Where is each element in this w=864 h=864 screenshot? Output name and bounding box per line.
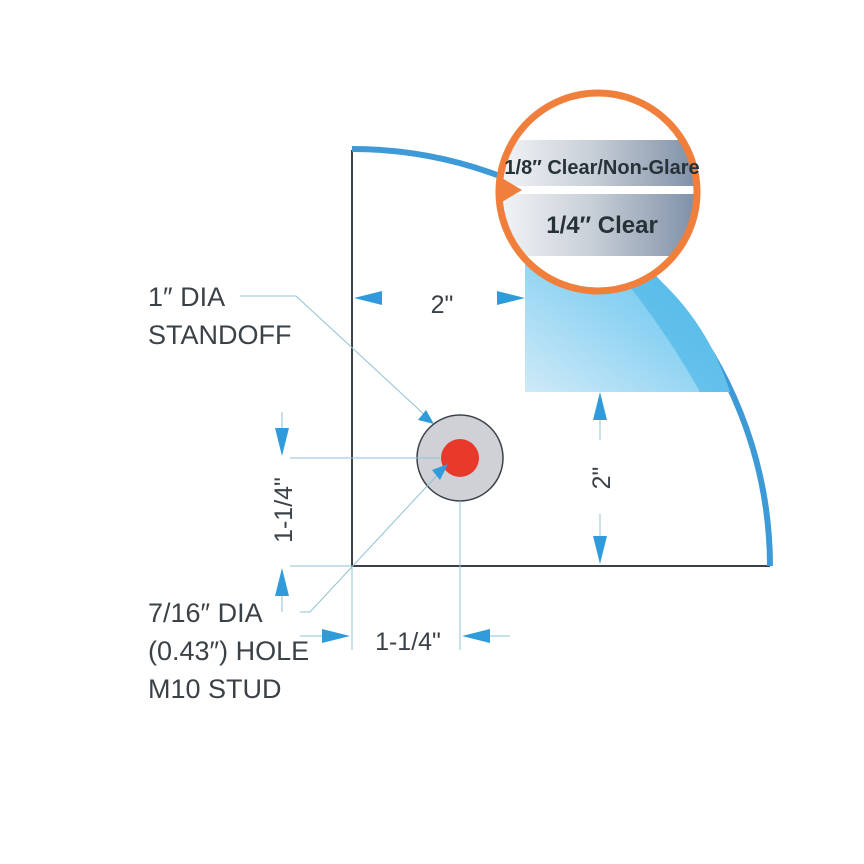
extension-lines <box>240 295 461 650</box>
magnifier-bottom-layer-label: 1/4″ Clear <box>546 212 658 239</box>
dimension-arrows <box>275 291 607 643</box>
layer-quarter-inch <box>502 194 694 256</box>
magnifier-inset: 1/8″ Clear/Non-Glare 1/4″ Clear <box>495 89 701 295</box>
hole-label-line1: 7/16″ DIA <box>148 598 263 628</box>
dim-top-horizontal: 2" <box>431 291 454 319</box>
magnifier-pointer <box>502 178 522 202</box>
dim-left-vertical: 1-1/4" <box>270 477 298 543</box>
magnifier-top-layer-label: 1/8″ Clear/Non-Glare <box>504 157 699 179</box>
dim-right-vertical: 2" <box>588 467 616 490</box>
hole-label-line3: M10 STUD <box>148 674 282 704</box>
hole-leader-line <box>300 469 443 613</box>
standoff-label-line2: STANDOFF <box>148 320 292 350</box>
standoff-leader-arrow <box>418 410 434 424</box>
dimension-tick-lines <box>281 412 601 637</box>
standoff-leader-line <box>240 295 429 419</box>
mounting-hole <box>441 439 479 477</box>
hole-label-line2: (0.43″) HOLE <box>148 636 309 666</box>
hole-leader-arrow <box>432 464 448 480</box>
dim-bottom-horizontal: 1-1/4" <box>375 628 441 656</box>
magnifier-ring <box>495 89 701 295</box>
layer-eighth-inch <box>502 140 694 186</box>
standoff-label-line1: 1″ DIA <box>148 282 225 312</box>
